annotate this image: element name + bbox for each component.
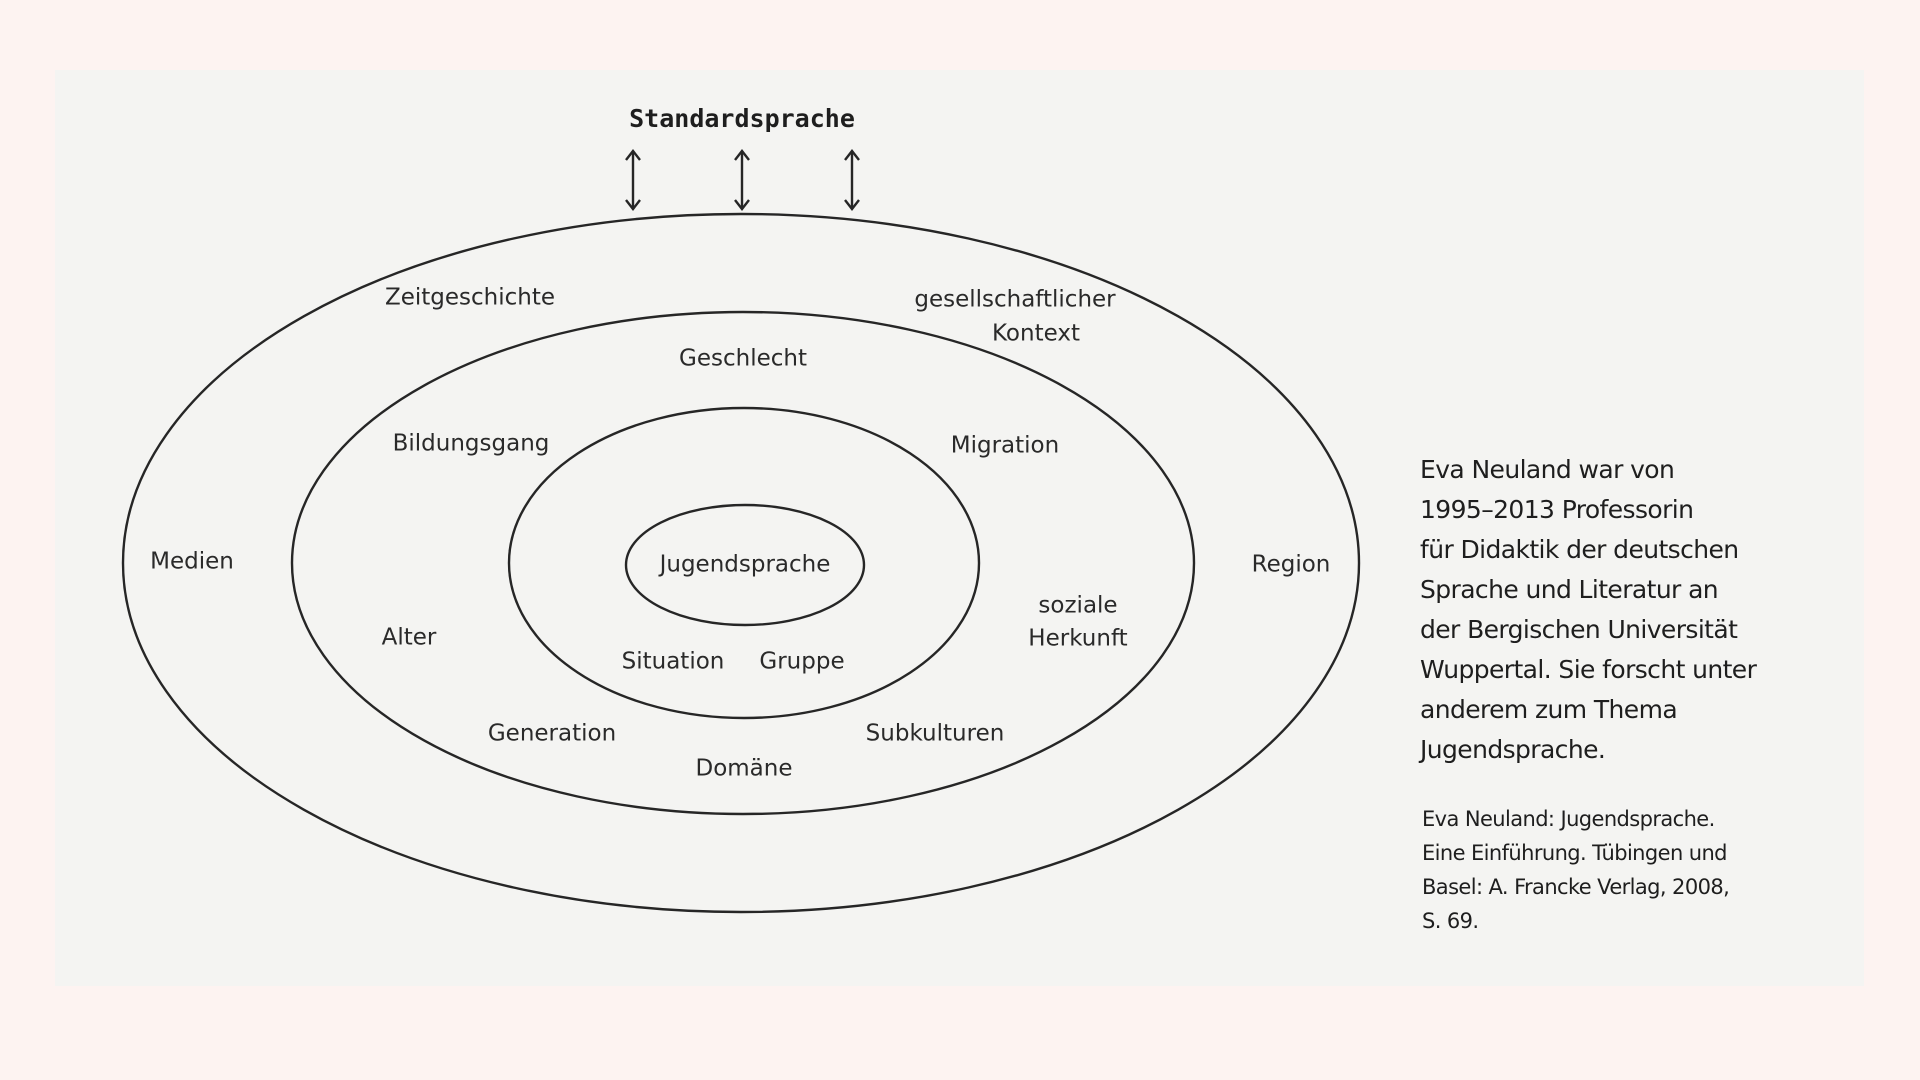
citation-line: S. 69. xyxy=(1422,909,1478,933)
double-arrow-icon xyxy=(734,149,750,211)
citation-line: Basel: A. Francke Verlag, 2008, xyxy=(1422,875,1729,899)
label-region: Region xyxy=(1252,552,1331,578)
second-ring xyxy=(290,310,1196,816)
label-geschlecht: Geschlecht xyxy=(679,346,807,372)
scanned-paper xyxy=(55,70,1864,986)
label-alter: Alter xyxy=(382,625,437,651)
outer-ring xyxy=(121,212,1361,914)
caption-line: Wuppertal. Sie forscht unter xyxy=(1420,655,1758,684)
label-subkulturen: Subkulturen xyxy=(866,721,1005,747)
citation: Eva Neuland: Jugendsprache. Eine Einführ… xyxy=(1422,807,1730,933)
caption-line: Sprache und Literatur an xyxy=(1420,575,1718,604)
caption-line: Eva Neuland war von xyxy=(1420,455,1674,484)
label-domaene: Domäne xyxy=(695,756,792,782)
label-soziale: soziale xyxy=(1038,593,1117,619)
double-arrow-icon xyxy=(844,149,860,211)
caption-line: anderem zum Thema xyxy=(1420,695,1677,724)
label-migration: Migration xyxy=(951,433,1059,459)
label-situation: Situation xyxy=(622,649,725,675)
label-kontext: Kontext xyxy=(992,321,1080,347)
author-caption: Eva Neuland war von 1995–2013 Professori… xyxy=(1418,455,1758,764)
label-gesellschaftlicher: gesellschaftlicher xyxy=(914,287,1116,313)
label-zeitgeschichte: Zeitgeschichte xyxy=(385,285,555,311)
label-gruppe: Gruppe xyxy=(759,649,844,675)
label-generation: Generation xyxy=(488,721,616,747)
label-bildungsgang: Bildungsgang xyxy=(393,431,550,457)
caption-line: für Didaktik der deutschen xyxy=(1420,535,1739,564)
label-medien: Medien xyxy=(150,549,234,575)
double-arrow-icon xyxy=(625,149,641,211)
citation-line: Eine Einführung. Tübingen und xyxy=(1422,841,1727,865)
caption-line: 1995–2013 Professorin xyxy=(1420,495,1693,524)
diagram-title: Standardsprache xyxy=(629,104,855,133)
caption-line: der Bergischen Universität xyxy=(1420,615,1738,644)
center-ring xyxy=(624,503,866,627)
citation-line: Eva Neuland: Jugendsprache. xyxy=(1422,807,1715,831)
third-ring xyxy=(507,406,981,720)
caption-line: Jugendsprache. xyxy=(1418,735,1605,764)
double-arrow-icons xyxy=(625,149,860,211)
label-herkunft: Herkunft xyxy=(1028,626,1127,652)
label-jugendsprache: Jugendsprache xyxy=(658,552,831,578)
